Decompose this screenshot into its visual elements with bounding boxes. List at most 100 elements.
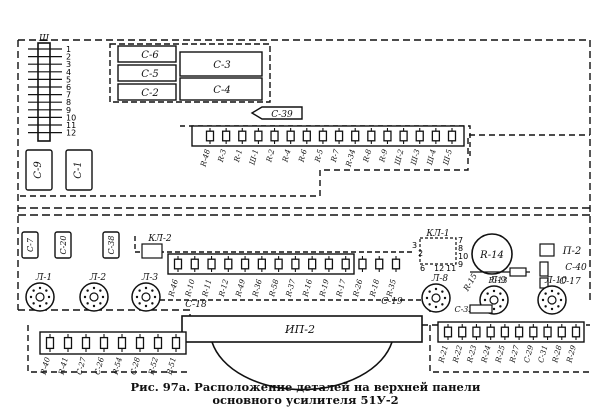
capacitor-block [109,43,271,103]
connector-pin-number: 7 [66,91,71,100]
resistor-label: R-27 [508,344,522,365]
resistor-body [63,336,73,350]
resistor-body [254,130,263,142]
resistor-label: R-17 [334,278,348,299]
resistor-body [238,130,247,142]
resistor-body [274,258,283,270]
resistor-body [205,130,215,142]
resistor-label: R-48 [198,148,212,169]
resistor-body [383,130,392,142]
resistor-label: R-5 [313,148,325,164]
resistor-body [415,130,424,142]
resistor-body [472,326,481,338]
r13-resistor [509,267,527,277]
cap-c9-label: С-9 [33,161,44,179]
resistor-label: R-1 [232,148,244,164]
inner-dashed-lower [27,325,590,373]
ip2-meter-arc [211,341,393,391]
cap-c7-label: С-7 [26,237,35,252]
resistor-body [171,336,181,350]
kl-dashed [134,236,415,253]
resistor-body [81,336,91,350]
resistor-label: R-3 [216,148,228,164]
c17-label: С-17 [559,277,581,287]
c32-cap [469,304,493,314]
resistor-label: С-27 [75,356,88,376]
resistor-label: R-18 [368,278,382,299]
kl1-block [419,237,457,265]
resistor-body [190,258,199,270]
resistor-body [224,258,233,270]
resistor-label: С-26 [93,356,106,376]
resistor-label: R-21 [436,344,450,364]
kl1-pin-7: 7 [458,236,463,245]
r14-potentiometer [471,233,513,275]
resistor-body [351,130,360,142]
resistor-label: R-58 [267,278,281,299]
resistor-label: R-24 [479,344,493,365]
resistor-body [391,258,401,270]
resistor-label: R-11 [200,278,214,298]
resistor-label: Ш-2 [392,148,405,167]
cap-c4-label: С-4 [213,85,230,96]
resistor-body [45,336,55,350]
resistor-label: R-8 [361,148,373,164]
left-caps [21,231,120,259]
resistor-body [221,130,231,142]
resistor-body [302,130,311,142]
connector-pin-number: 12 [66,129,76,138]
connector-pin-number: 5 [66,75,71,84]
resistor-body [557,326,566,338]
resistor-body [443,326,453,338]
resistor-label: R-7 [329,148,341,164]
resistor-body [135,336,145,350]
cap-c1-label: С-1 [73,161,84,178]
r14-label: R-14 [479,250,504,261]
tube-label: Л-1 [35,273,52,283]
resistor-label: R-19 [317,278,331,299]
resistor-body [291,258,300,270]
resistor-label: R-36 [250,278,264,299]
kl1-pin-11: 11 [446,264,456,273]
cap-c6-label: С-6 [141,50,159,61]
connector-pin-number: 3 [66,60,71,69]
resistor-label: R-6 [296,148,308,164]
resistor-label: R-22 [451,344,465,365]
cap-c2-label: С-2 [141,88,158,99]
resistor-body [318,130,328,142]
kl1-pin-8: 8 [458,244,463,253]
p2-block [539,243,555,257]
resistor-label: С-28 [129,356,142,376]
resistor-body [240,258,250,270]
bottom-left-board [39,331,187,355]
tube-label: Л-2 [89,273,107,283]
figure-caption-line1: Рис. 97а. Расположение деталей на верхне… [130,380,481,394]
resistor-body [358,258,367,270]
kl2-label: КЛ-2 [147,234,172,244]
resistor-label: R-26 [351,278,365,299]
c19-label: С-19 [381,297,403,307]
c32-label: С-32 [454,305,473,314]
c39-tag [250,106,303,120]
c40-label: С-40 [565,263,587,273]
resistor-body [571,326,581,338]
resistor-label: Ш-3 [409,148,422,167]
resistor-label: Ш-5 [441,148,454,167]
resistor-body [458,326,467,338]
caps-c9-c1 [25,149,93,191]
resistor-label: R-46 [166,278,180,299]
resistor-body [207,258,216,270]
resistor-label: R-35 [384,278,398,299]
step-dashed [20,134,590,197]
tube-label: Л-8 [431,274,449,284]
resistor-body [324,258,334,270]
c39-label: С-39 [271,110,293,120]
kl1-pin-3: 3 [412,241,417,250]
resistor-label: R-23 [465,344,479,365]
resistor-body [529,326,538,338]
resistor-label: R-37 [284,278,298,299]
connector-pin-number: 6 [66,83,71,92]
resistor-label: Ш-4 [425,148,438,167]
resistor-body [308,258,317,270]
connector-pin-number: 8 [66,98,71,107]
